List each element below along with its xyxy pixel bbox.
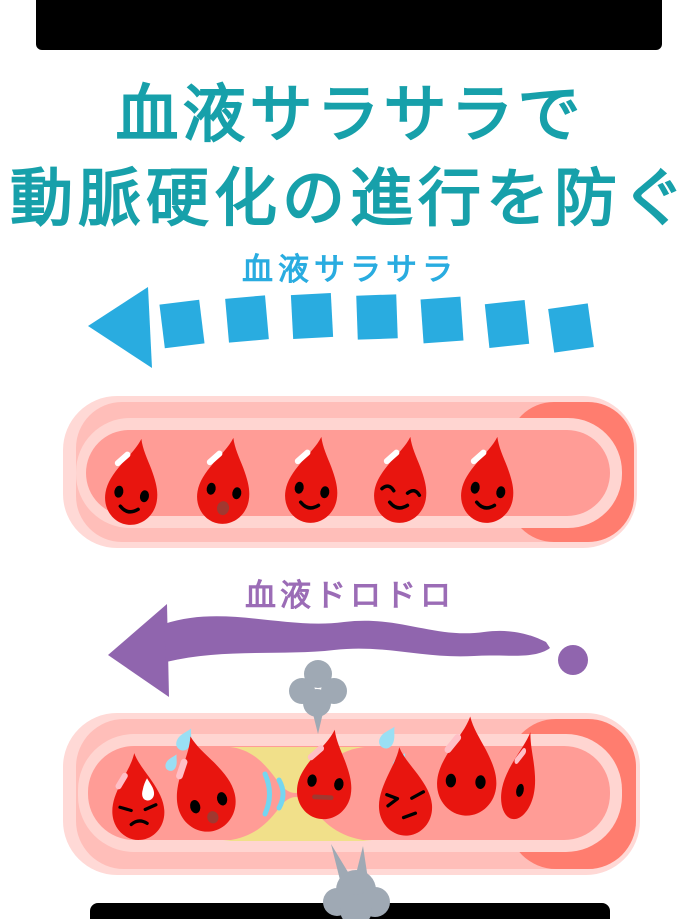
blood-drop-wide-eyes (437, 716, 497, 816)
gloss-highlight (307, 745, 325, 761)
blood-drop-happy-1 (105, 438, 158, 525)
headline-line-1: 血液サラサラで (115, 80, 585, 150)
gloss-highlight (206, 450, 223, 466)
blood-drop-sliver (501, 732, 536, 820)
gloss-highlight (444, 734, 462, 754)
blood-drop-happy-3 (285, 436, 338, 523)
steam-puff-top-icon (289, 660, 347, 734)
sweat-drop-white (142, 778, 155, 801)
gloss-highlight (114, 451, 131, 467)
squeeze-line (262, 771, 272, 817)
headline-line-2: 動脈硬化の進行を防ぐ (10, 164, 690, 234)
healthy-vessel-illustration (63, 396, 637, 548)
vessel-lumen (86, 430, 610, 516)
sticky-blood-label: 血液ドロドロ (245, 578, 455, 613)
plaque-bottom (223, 797, 372, 841)
squeeze-line (276, 777, 286, 811)
gloss-highlight (115, 772, 128, 790)
arrow-trailing-dot (558, 645, 588, 675)
blood-drop-surprised (176, 736, 236, 832)
blood-drop-happy-2 (197, 437, 250, 524)
gloss-highlight (383, 449, 400, 465)
arrowhead-left (88, 287, 152, 368)
wavy-arrow-shaft (164, 616, 550, 662)
top-black-banner (36, 0, 662, 50)
blood-drop-angry (378, 747, 432, 836)
smooth-flow-arrow-icon (88, 287, 594, 368)
arrow-dashes (159, 292, 594, 353)
sweat-drops (165, 728, 192, 771)
blood-drop-happy-4 (374, 436, 427, 523)
steam-puff-bottom-icon (323, 844, 390, 919)
sticky-flow-arrow-icon (108, 604, 588, 697)
clogged-vessel-illustration (63, 713, 640, 875)
blood-drop-worried (112, 753, 165, 840)
blood-drop-strained (296, 729, 352, 820)
smooth-blood-label: 血液サラサラ (242, 252, 458, 287)
gloss-highlight (294, 449, 311, 465)
blood-drop-happy-5 (461, 436, 514, 523)
gloss-highlight (470, 449, 487, 465)
gloss-highlight (176, 758, 188, 780)
arrowhead-left (108, 604, 169, 697)
gloss-highlight (514, 748, 527, 765)
